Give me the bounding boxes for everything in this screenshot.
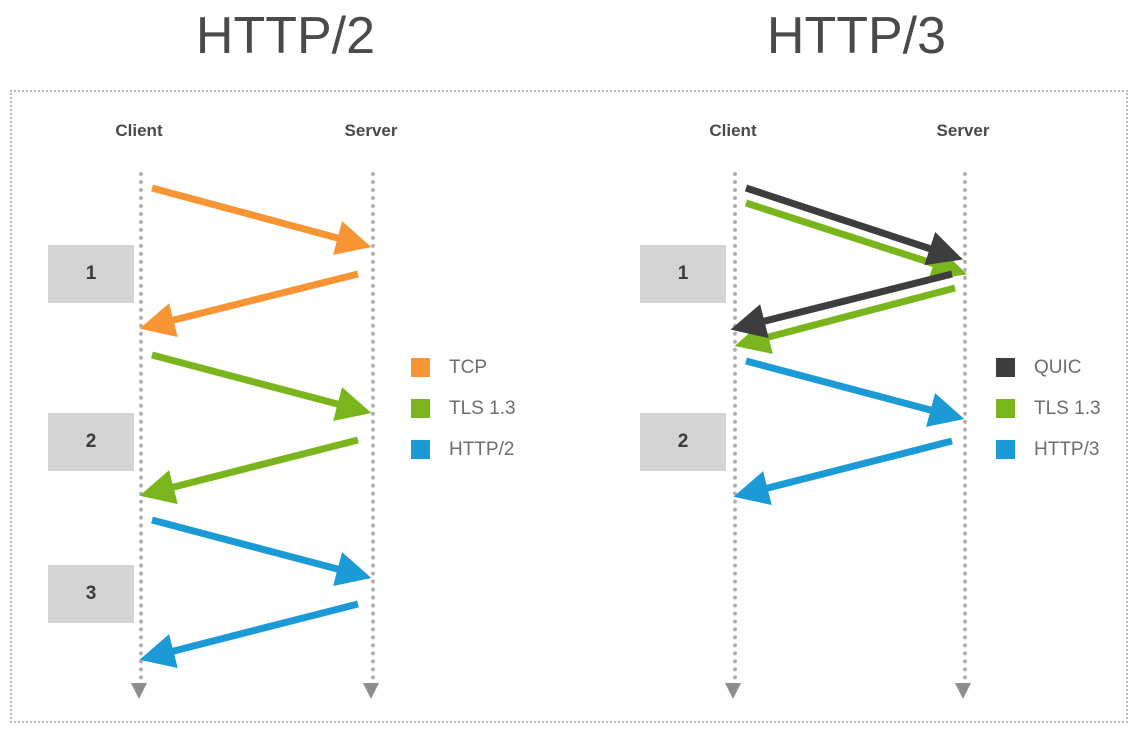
http3-legend-label-quic: QUIC	[1034, 356, 1082, 378]
tls-color-swatch-icon	[411, 399, 430, 418]
http2-legend-row-http: HTTP/2	[411, 429, 516, 470]
http3-client-lifeline	[733, 172, 737, 688]
http2-server-lifeline	[371, 172, 375, 688]
tcp-color-swatch-icon	[411, 358, 430, 377]
http3-legend-row-tls: TLS 1.3	[996, 388, 1101, 429]
http3-legend-row-quic: QUIC	[996, 347, 1101, 388]
http2-legend-label-tcp: TCP	[449, 356, 487, 378]
http2-step-box-2: 2	[48, 413, 134, 471]
http2-color-swatch-icon	[411, 440, 430, 459]
http2-step-box-1: 1	[48, 245, 134, 303]
http3-step-box-1: 1	[640, 245, 726, 303]
http2-legend-row-tcp: TCP	[411, 347, 516, 388]
http3-server-lifeline-arrow-icon	[955, 683, 971, 699]
http3-color-swatch-icon	[996, 440, 1015, 459]
panel-title-http3: HTTP/3	[766, 7, 947, 65]
http2-client-lifeline	[139, 172, 143, 688]
panel-title-http2: HTTP/2	[195, 7, 376, 65]
http3-client-lifeline-arrow-icon	[725, 683, 741, 699]
http3-client-label: Client	[709, 121, 757, 140]
http2-server-label: Server	[344, 121, 398, 140]
http3-legend-label-tls: TLS 1.3	[1034, 397, 1101, 419]
http3-legend: QUIC TLS 1.3 HTTP/3	[996, 347, 1101, 470]
quic-color-swatch-icon	[996, 358, 1015, 377]
http3-legend-row-http: HTTP/3	[996, 429, 1101, 470]
http2-legend: TCP TLS 1.3 HTTP/2	[411, 347, 516, 470]
http2-legend-label-tls: TLS 1.3	[449, 397, 516, 419]
http2-client-lifeline-arrow-icon	[131, 683, 147, 699]
http2-server-lifeline-arrow-icon	[363, 683, 379, 699]
http2-legend-label-http: HTTP/2	[449, 438, 515, 460]
tls-color-swatch-icon	[996, 399, 1015, 418]
http2-step-box-3: 3	[48, 565, 134, 623]
http2-client-label: Client	[115, 121, 163, 140]
http3-server-lifeline	[963, 172, 967, 688]
http3-step-box-2: 2	[640, 413, 726, 471]
http2-legend-row-tls: TLS 1.3	[411, 388, 516, 429]
http3-legend-label-http: HTTP/3	[1034, 438, 1100, 460]
http3-server-label: Server	[936, 121, 990, 140]
diagram-frame	[10, 90, 1128, 723]
